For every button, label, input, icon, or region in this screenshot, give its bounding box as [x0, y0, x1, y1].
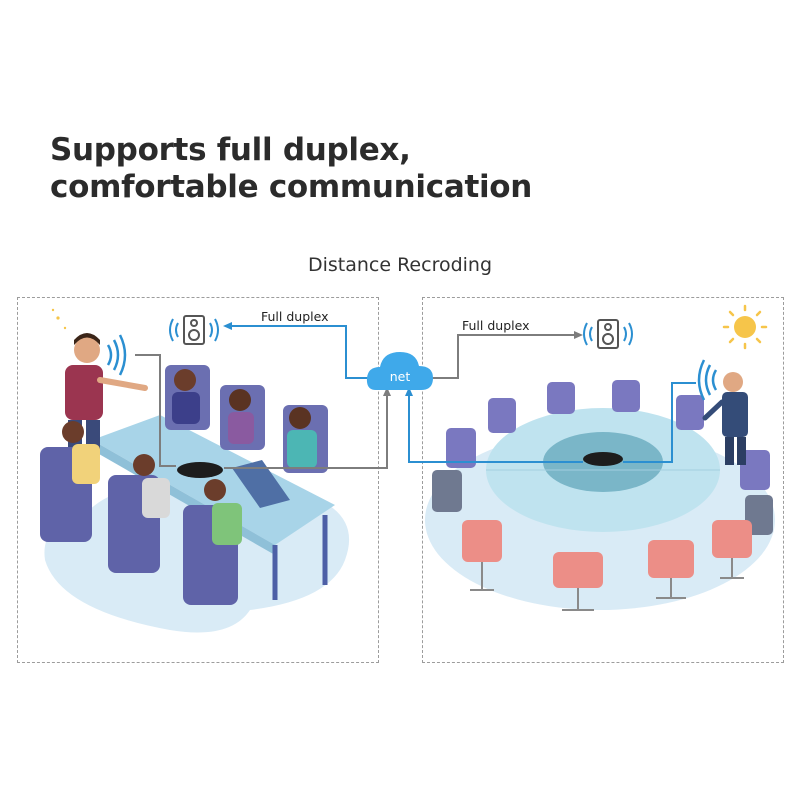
left-room-scene [40, 333, 350, 633]
section-subtitle: Distance Recroding [307, 254, 493, 276]
speaker-icon-right [583, 319, 633, 349]
moon-icon [35, 308, 67, 342]
wave-icon-left [106, 334, 127, 376]
participant-figures-front-row [62, 421, 242, 545]
right-room-scene [425, 372, 775, 611]
link-label-right: Full duplex [462, 318, 530, 333]
speaker-figure-right [702, 372, 748, 465]
sun-icon [722, 304, 768, 350]
wave-icon-right [697, 359, 718, 401]
participant-figures-back-row [172, 369, 317, 468]
duplex-links [135, 322, 696, 469]
left-meeting-room-panel [17, 297, 379, 663]
title-line-2: comfortable communication [50, 169, 533, 205]
conference-speaker-icon-right [583, 452, 623, 466]
link-label-left: Full duplex [261, 309, 329, 324]
cloud-icon: net [366, 352, 433, 390]
page-title: Supports full duplex, comfortable commun… [50, 132, 532, 206]
title-line-1: Supports full duplex, [50, 132, 411, 168]
cloud-label: net [390, 369, 411, 384]
right-meeting-room-panel [422, 297, 784, 663]
speaker-icon-left [169, 315, 219, 345]
conference-speaker-icon [177, 462, 223, 478]
